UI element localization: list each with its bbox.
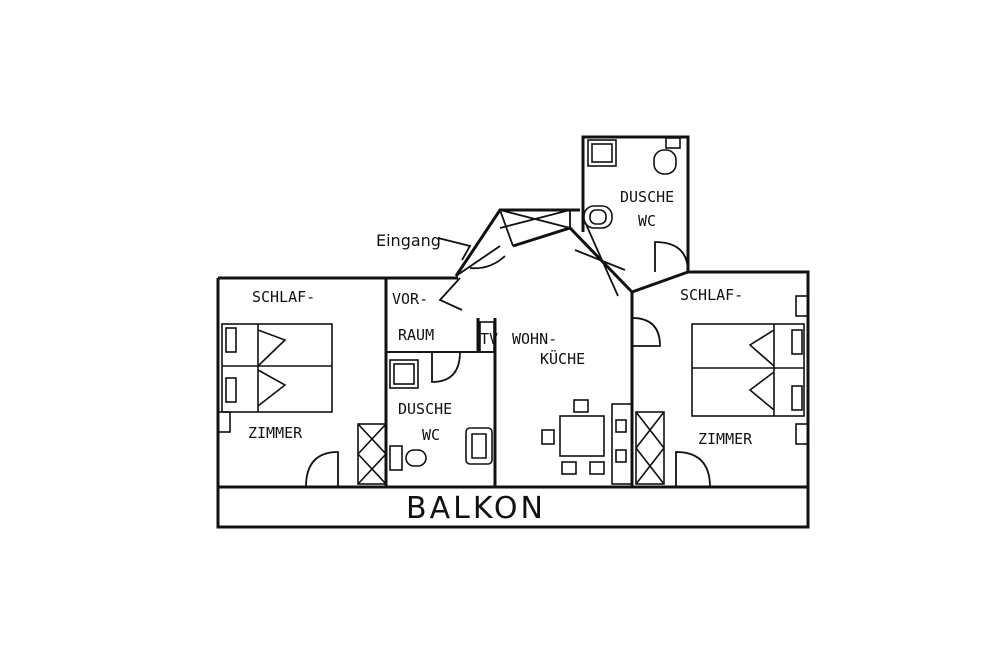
label-bath-left-top: DUSCHE [398, 400, 452, 418]
entrance-door [438, 209, 633, 311]
label-hall-bottom: RAUM [398, 326, 434, 344]
interior-walls [384, 210, 634, 487]
label-bath-left-bottom: WC [422, 426, 440, 444]
label-balcony: BALKON [406, 491, 546, 526]
label-bedroom-left-top: SCHLAF- [252, 288, 315, 306]
door-arcs [305, 241, 711, 488]
label-kitchen-bottom: KÜCHE [540, 349, 585, 368]
label-bath-top-top: DUSCHE [620, 188, 674, 206]
label-hall-top: VOR- [392, 290, 428, 308]
label-tv: TV [480, 330, 498, 348]
right-bedroom-furniture [635, 295, 809, 485]
label-bath-top-bottom: WC [638, 212, 656, 230]
left-bedroom-furniture [217, 323, 387, 485]
label-kitchen-top: WOHN- [512, 330, 557, 348]
kitchen-furniture [541, 399, 633, 485]
top-bath-fixtures [583, 137, 681, 229]
label-bedroom-right-top: SCHLAF- [680, 286, 743, 304]
label-bedroom-right-bottom: ZIMMER [698, 430, 753, 448]
left-bath-fixtures [389, 359, 493, 471]
vorraum-fixtures [479, 321, 495, 353]
room-labels: Eingang SCHLAF- ZIMMER VOR- RAUM TV WOHN… [248, 188, 753, 526]
entrance-arrow [437, 237, 472, 261]
label-bedroom-left-bottom: ZIMMER [248, 424, 303, 442]
label-entrance: Eingang [376, 231, 441, 250]
